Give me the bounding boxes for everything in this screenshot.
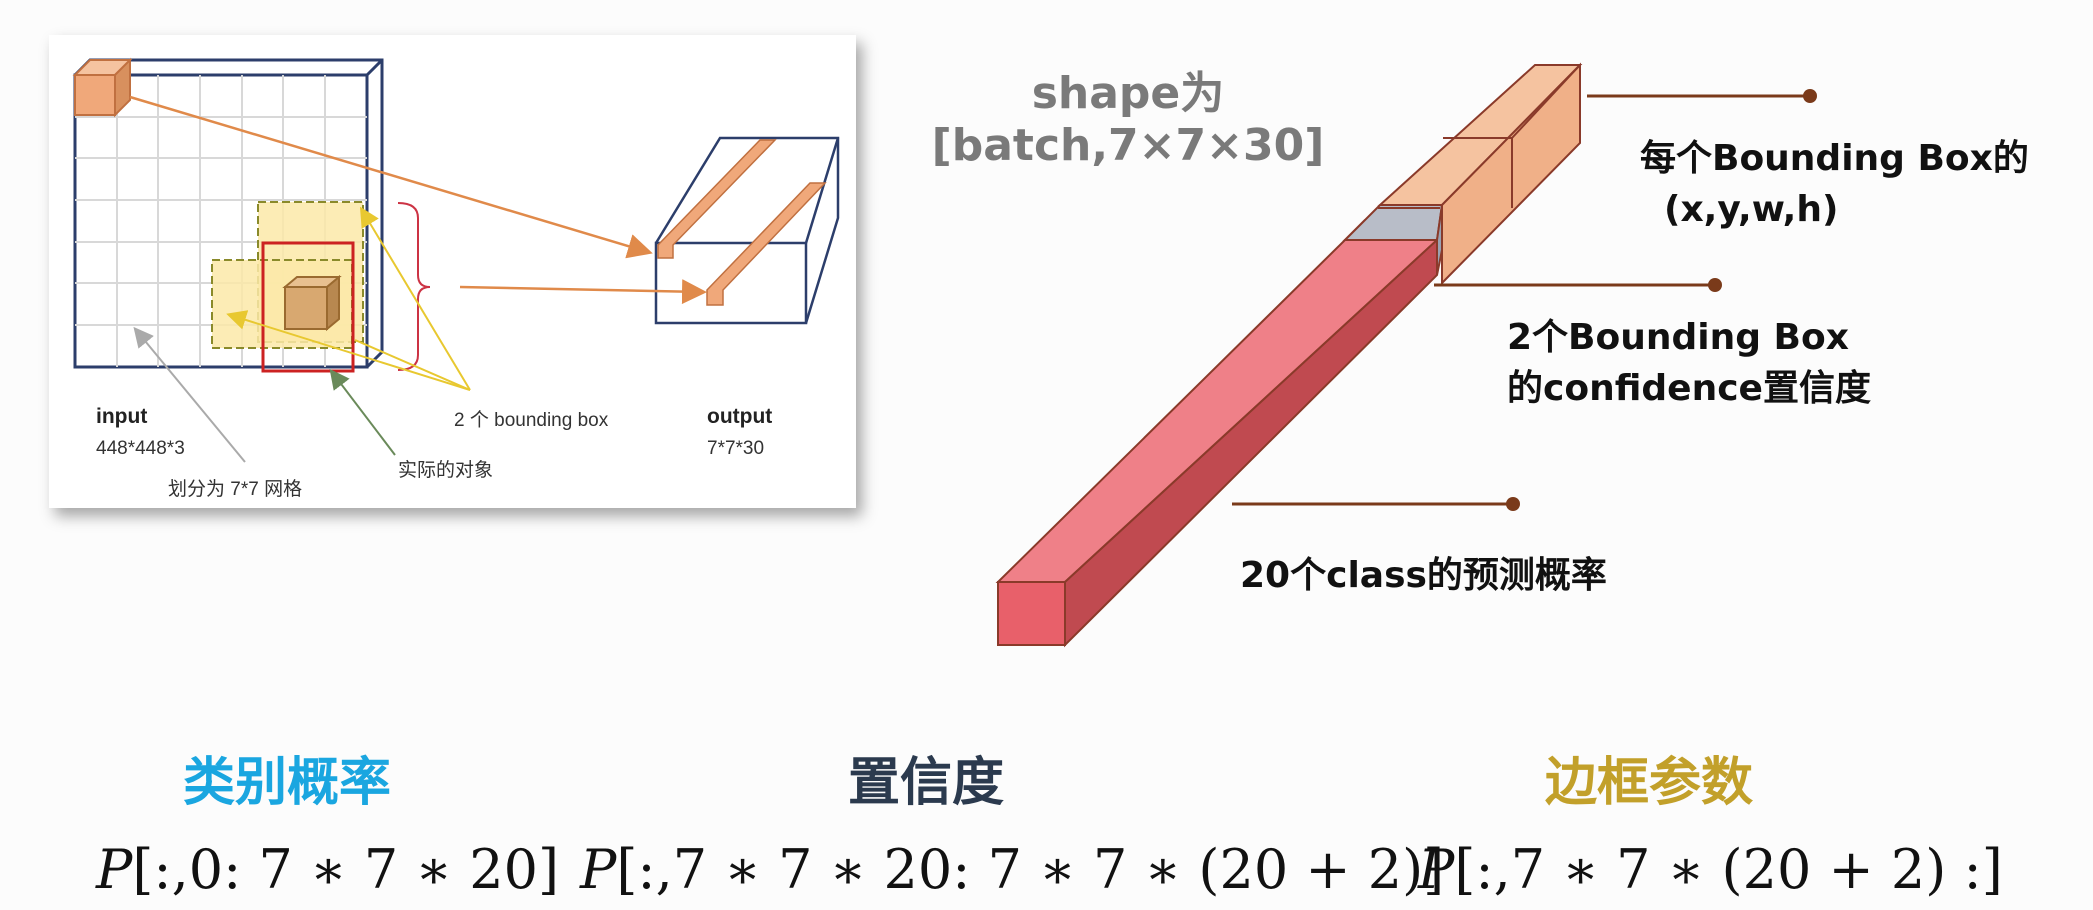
annotation-confidence-line-2: 的confidence置信度 bbox=[1507, 368, 1871, 409]
annotation-xywh-line-1: 每个Bounding Box的 bbox=[1640, 138, 2029, 179]
box-params-formula: P[:,7 ∗ 7 ∗ (20 + 2) :] bbox=[1418, 838, 2003, 901]
formula-body: [:,0: 7 ∗ 7 ∗ 20] bbox=[132, 838, 560, 901]
class-prob-formula: P[:,0: 7 ∗ 7 ∗ 20] bbox=[96, 838, 559, 901]
object-caption: 实际的对象 bbox=[398, 460, 494, 481]
tensor-bar bbox=[995, 62, 1583, 648]
shape-line-2: [batch,7×7×30] bbox=[931, 120, 1325, 171]
box-params-title: 边框参数 bbox=[1545, 753, 1754, 813]
input-size: 448*448*3 bbox=[96, 438, 185, 459]
shape-label: shape为 [batch,7×7×30] bbox=[918, 68, 1338, 172]
output-size: 7*7*30 bbox=[707, 438, 765, 459]
output-tensor-box bbox=[654, 136, 840, 325]
grid-caption: 划分为 7*7 网格 bbox=[168, 479, 303, 500]
bbox-caption: 2 个 bounding box bbox=[454, 410, 609, 431]
bounding-boxes bbox=[211, 201, 364, 373]
formula-var: P bbox=[96, 838, 133, 901]
class-prob-title: 类别概率 bbox=[183, 753, 392, 813]
input-label: input bbox=[96, 405, 148, 428]
annotation-xywh-line-2: (x,y,w,h) bbox=[1664, 189, 1839, 230]
confidence-title: 置信度 bbox=[848, 753, 1005, 813]
leader-lines bbox=[1232, 94, 1810, 506]
annotation-confidence: 2个Bounding Box 的confidence置信度 bbox=[1507, 312, 1871, 414]
grid-cell-cube bbox=[72, 57, 133, 118]
confidence-formula: P[:,7 ∗ 7 ∗ 20: 7 ∗ 7 ∗ (20 + 2)] bbox=[580, 838, 1444, 901]
annotation-class-prob: 20个class的预测概率 bbox=[1240, 555, 1607, 596]
annotation-confidence-line-1: 2个Bounding Box bbox=[1507, 317, 1849, 358]
formula-body: [:,7 ∗ 7 ∗ 20: 7 ∗ 7 ∗ (20 + 2)] bbox=[616, 838, 1445, 901]
shape-line-1: shape为 bbox=[1031, 68, 1225, 119]
output-label: output bbox=[707, 405, 773, 428]
annotation-xywh: 每个Bounding Box的 (x,y,w,h) bbox=[1640, 133, 2029, 235]
formula-var: P bbox=[580, 838, 617, 901]
formula-body: [:,7 ∗ 7 ∗ (20 + 2) :] bbox=[1454, 838, 2003, 901]
formula-var: P bbox=[1418, 838, 1455, 901]
